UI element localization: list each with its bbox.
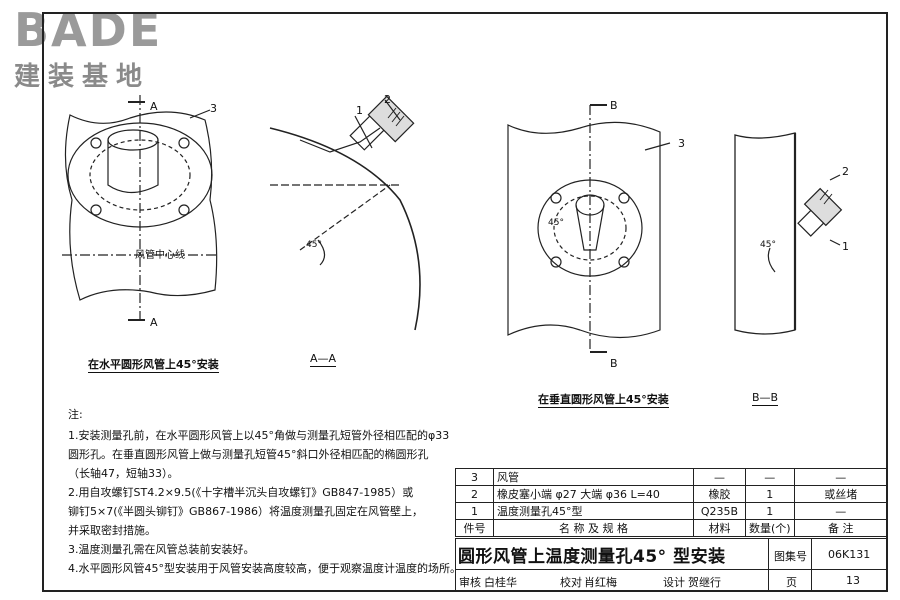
section-bb-callout-1: 1: [842, 240, 849, 253]
designer-name: 贺继行: [688, 576, 721, 589]
left-view-drawing: [62, 95, 218, 321]
right-view-drawing: [507, 104, 671, 353]
page-number: 13: [846, 574, 860, 587]
part-name: 温度测量孔45°型: [493, 502, 694, 520]
section-aa-angle: 45°: [306, 240, 322, 250]
right-view-angle: 45°: [548, 218, 564, 228]
logo-main-text: BADE: [14, 3, 163, 57]
section-aa-caption: A—A: [310, 352, 337, 367]
part-remark: 或丝堵: [793, 485, 889, 503]
section-mark-b-bottom: B: [610, 357, 618, 370]
part-name: 橡皮塞小端 φ27 大端 φ36 L=40: [493, 485, 694, 503]
note-line: 铆钉5×7(《半圆头铆钉》GB867-1986）将温度测量孔固定在风管壁上，: [68, 505, 424, 518]
checker-name: 肖红梅: [584, 576, 617, 589]
table-row: 2 橡皮塞小端 φ27 大端 φ36 L=40 橡胶 1 或丝堵: [455, 485, 889, 503]
section-bb-angle: 45°: [760, 240, 776, 250]
part-no: 1: [455, 502, 494, 520]
right-view-caption: 在垂直圆形风管上45°安装: [538, 393, 669, 408]
header-no: 件号: [455, 519, 494, 537]
table-row: 3 风管 — — —: [455, 468, 889, 486]
part-material: 橡胶: [693, 485, 746, 503]
section-mark-a-top: A: [150, 100, 158, 113]
reviewer-name: 白桂华: [484, 576, 517, 589]
part-remark: —: [793, 468, 889, 486]
check-label: 校对: [560, 576, 582, 589]
duct-center-label: 风管中心线: [135, 250, 185, 261]
part-no: 2: [455, 485, 494, 503]
part-qty: 1: [745, 502, 795, 520]
part-material: Q235B: [693, 502, 746, 520]
table-row: 1 温度测量孔45°型 Q235B 1 —: [455, 502, 889, 520]
part-remark: —: [793, 502, 889, 520]
section-aa-callout-2: 2: [384, 93, 391, 106]
section-aa-drawing: [269, 95, 421, 331]
atlas-number: 06K131: [828, 548, 871, 561]
header-name: 名 称 及 规 格: [493, 519, 694, 537]
note-line: 圆形孔。在垂直圆形风管上做与测量孔短管45°斜口外径相匹配的椭圆形孔: [68, 448, 429, 461]
review-label: 审核: [459, 576, 481, 589]
right-view-callout-3: 3: [678, 137, 685, 150]
part-no: 3: [455, 468, 494, 486]
page-label: 页: [786, 576, 797, 589]
section-aa-callout-1: 1: [356, 104, 363, 117]
logo-sub-text: 建装基地: [14, 62, 151, 92]
note-line: 2.用自攻螺钉ST4.2×9.5(《十字槽半沉头自攻螺钉》GB847-1985）…: [68, 486, 414, 499]
note-line: 并采取密封措施。: [68, 524, 156, 537]
part-name: 风管: [493, 468, 694, 486]
bade-logo: BADE 建装基地: [8, 6, 178, 92]
header-qty: 数量(个): [745, 519, 795, 537]
notes-block: 注: 1.安装测量孔前，在水平圆形风管上以45°角做与测量孔短管外径相匹配的φ3…: [68, 405, 461, 578]
section-bb-caption: B—B: [752, 391, 779, 406]
table-header-row: 件号 名 称 及 规 格 材料 数量(个) 备 注: [455, 519, 889, 537]
signature-row: 审核 白桂华 校对 肖红梅 设计 贺继行 页 13: [455, 570, 888, 592]
header-material: 材料: [693, 519, 746, 537]
left-view-callout-3: 3: [210, 102, 217, 115]
notes-title: 注:: [68, 408, 83, 421]
left-view-caption: 在水平圆形风管上45°安装: [88, 358, 219, 373]
parts-table: 3 风管 — — — 2 橡皮塞小端 φ27 大端 φ36 L=40 橡胶 1 …: [455, 468, 889, 537]
note-line: （长轴47，短轴33）。: [68, 467, 179, 480]
part-material: —: [693, 468, 746, 486]
section-bb-callout-2: 2: [842, 165, 849, 178]
note-line: 1.安装测量孔前，在水平圆形风管上以45°角做与测量孔短管外径相匹配的φ33: [68, 429, 450, 442]
section-mark-a-bottom: A: [150, 316, 158, 329]
note-line: 4.水平圆形风管45°型安装用于风管安装高度较高，便于观察温度计温度的场所。: [68, 562, 461, 575]
title-block: 圆形风管上温度测量孔45° 型安装 图集号 06K131: [455, 538, 888, 570]
part-qty: —: [745, 468, 795, 486]
atlas-label: 图集号: [774, 550, 807, 563]
section-mark-b-top: B: [610, 99, 618, 112]
section-bb-drawing: [734, 132, 843, 335]
part-qty: 1: [745, 485, 795, 503]
note-line: 3.温度测量孔需在风管总装前安装好。: [68, 543, 255, 556]
design-label: 设计: [663, 576, 685, 589]
drawing-title: 圆形风管上温度测量孔45° 型安装: [458, 547, 726, 567]
header-remark: 备 注: [793, 519, 889, 537]
